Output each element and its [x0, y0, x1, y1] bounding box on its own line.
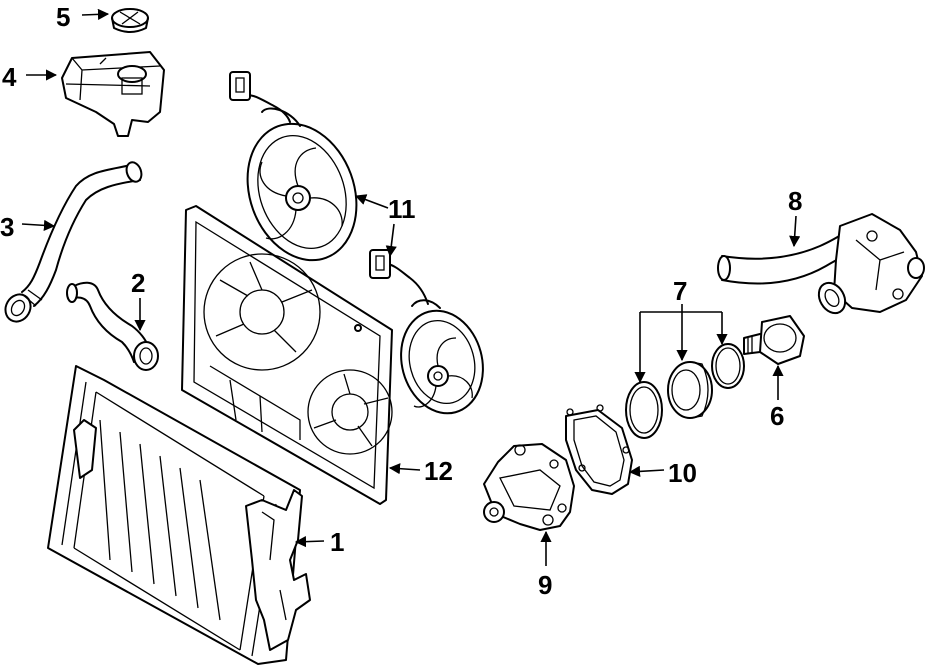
leader-12 [388, 463, 421, 475]
lower-radiator-hose-part [66, 281, 159, 371]
lower-fan-motor-part [369, 249, 484, 415]
leader-10 [628, 465, 665, 477]
fan-shroud-part [181, 205, 393, 505]
thermostat-seal-kit-part [625, 343, 745, 439]
callout-5: 5 [56, 2, 70, 32]
callout-9: 9 [538, 570, 552, 600]
callout-labels: 5 4 3 2 1 11 12 9 10 6 7 8 [0, 2, 802, 600]
upper-radiator-hose-part [4, 161, 143, 323]
water-pump-gasket-part [565, 404, 633, 495]
leader-11-a [354, 194, 389, 209]
thermostat-part [743, 315, 805, 365]
callout-leaders [21, 8, 801, 566]
leader-5 [81, 8, 110, 20]
upper-fan-motor-part [229, 71, 358, 262]
reservoir-cap-part [111, 8, 149, 33]
callout-11: 11 [388, 194, 416, 224]
leader-11-b [385, 223, 397, 258]
leader-1 [294, 536, 325, 548]
callout-2: 2 [131, 268, 145, 298]
leader-8 [789, 215, 801, 248]
callout-1: 1 [330, 527, 344, 557]
thermostat-housing-part [717, 213, 925, 315]
water-pump-part [483, 443, 575, 531]
callout-3: 3 [0, 212, 14, 242]
callout-12: 12 [424, 456, 453, 486]
expansion-tank-part [61, 51, 165, 137]
callout-10: 10 [668, 458, 697, 488]
callout-4: 4 [2, 62, 17, 92]
leader-3 [21, 219, 56, 231]
callout-7: 7 [673, 276, 687, 306]
radiator-part [47, 365, 311, 665]
callout-8: 8 [788, 186, 802, 216]
callout-6: 6 [770, 401, 784, 431]
